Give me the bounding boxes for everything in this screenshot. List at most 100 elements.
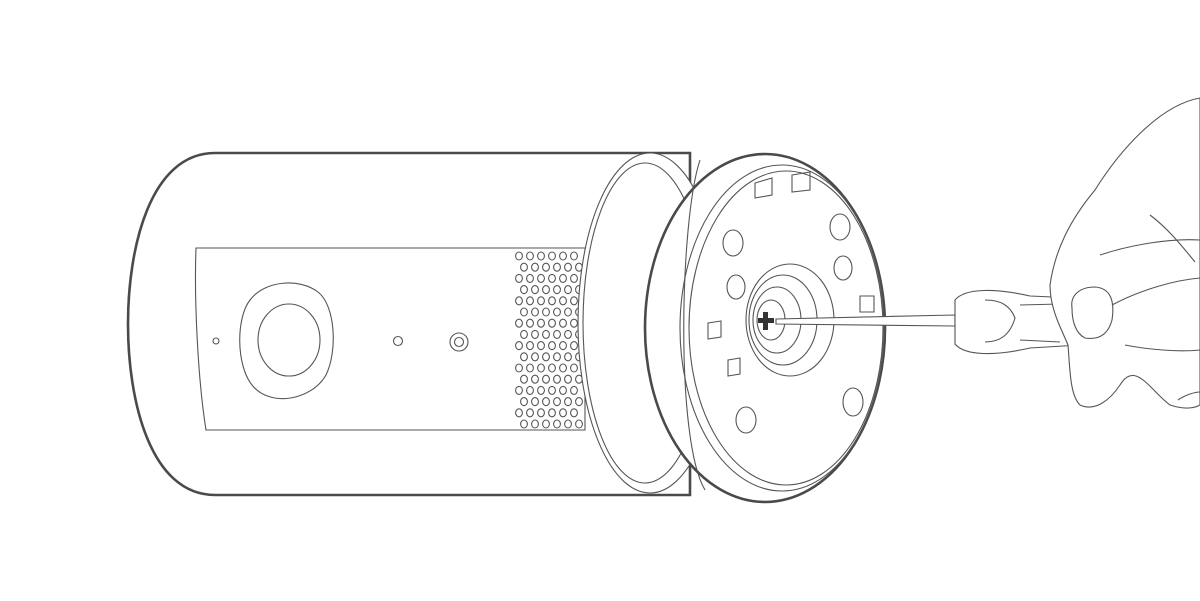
grille-hole — [548, 385, 556, 395]
grille-hole — [520, 262, 528, 272]
grille-hole — [526, 318, 534, 328]
grille-hole — [515, 318, 523, 328]
grille-hole — [537, 408, 545, 418]
grille-hole — [537, 251, 545, 261]
grille-hole — [542, 307, 550, 317]
grille-hole — [553, 374, 561, 384]
grille-hole — [520, 397, 528, 407]
grille-hole — [526, 273, 534, 283]
sensor-dot — [392, 335, 404, 347]
grille-hole — [531, 307, 539, 317]
grille-hole — [564, 352, 572, 362]
grille-hole — [559, 318, 567, 328]
grille-hole — [559, 408, 567, 418]
grille-hole — [553, 397, 561, 407]
grille-hole — [515, 296, 523, 306]
grille-hole — [537, 385, 545, 395]
grille-hole — [570, 296, 578, 306]
grille-hole — [542, 374, 550, 384]
grille-hole — [531, 397, 539, 407]
grille-hole — [515, 408, 523, 418]
grille-hole — [542, 329, 550, 339]
grille-hole — [542, 419, 550, 429]
grille-hole — [553, 329, 561, 339]
grille-hole — [537, 273, 545, 283]
grille-hole — [570, 318, 578, 328]
grille-hole — [564, 329, 572, 339]
grille-hole — [564, 285, 572, 295]
grille-hole — [575, 397, 583, 407]
grille-hole — [531, 419, 539, 429]
grille-hole — [564, 397, 572, 407]
grille-hole — [542, 262, 550, 272]
grille-hole — [575, 419, 583, 429]
grille-hole — [520, 307, 528, 317]
grille-hole — [548, 273, 556, 283]
grille-hole — [548, 341, 556, 351]
screwdriver — [775, 289, 1081, 355]
grille-hole — [515, 363, 523, 373]
indicator-dot — [212, 337, 220, 345]
camera-lens — [239, 282, 334, 400]
grille-hole — [548, 296, 556, 306]
grille-hole — [526, 341, 534, 351]
grille-hole — [537, 341, 545, 351]
grille-hole — [548, 408, 556, 418]
screw-slot-icon — [758, 312, 774, 330]
grille-hole — [542, 397, 550, 407]
grille-hole — [559, 251, 567, 261]
grille-hole — [553, 262, 561, 272]
grille-hole — [526, 296, 534, 306]
front-panel — [194, 247, 586, 431]
grille-hole — [537, 363, 545, 373]
grille-hole — [537, 296, 545, 306]
grille-hole — [531, 262, 539, 272]
grille-hole — [515, 273, 523, 283]
grille-hole — [526, 363, 534, 373]
grille-hole — [570, 341, 578, 351]
grille-hole — [570, 363, 578, 373]
grille-hole — [553, 285, 561, 295]
grille-hole — [542, 352, 550, 362]
grille-hole — [520, 419, 528, 429]
grille-hole — [542, 285, 550, 295]
grille-hole — [559, 273, 567, 283]
grille-hole — [553, 352, 561, 362]
grille-hole — [559, 341, 567, 351]
grille-hole — [570, 251, 578, 261]
grille-hole — [553, 307, 561, 317]
hand — [1049, 97, 1200, 409]
grille-hole — [548, 363, 556, 373]
cap-holes — [707, 171, 875, 434]
grille-hole — [526, 385, 534, 395]
grille-hole — [564, 374, 572, 384]
grille-hole — [548, 251, 556, 261]
grille-hole — [570, 273, 578, 283]
grille-hole — [548, 318, 556, 328]
grille-hole — [564, 262, 572, 272]
grille-hole — [526, 251, 534, 261]
grille-hole — [531, 374, 539, 384]
grille-hole — [559, 296, 567, 306]
grille-hole — [526, 408, 534, 418]
grille-hole — [520, 374, 528, 384]
grille-hole — [559, 385, 567, 395]
grille-hole — [553, 419, 561, 429]
grille-hole — [570, 408, 578, 418]
grille-hole — [520, 352, 528, 362]
grille-hole — [570, 385, 578, 395]
grille-hole — [537, 318, 545, 328]
grille-hole — [564, 419, 572, 429]
grille-hole — [564, 307, 572, 317]
grille-hole — [531, 285, 539, 295]
grille-hole — [520, 285, 528, 295]
grille-hole — [515, 341, 523, 351]
grille-hole — [559, 363, 567, 373]
grille-hole — [531, 329, 539, 339]
grille-hole — [531, 352, 539, 362]
light-sensor — [449, 332, 469, 352]
grille-hole — [515, 385, 523, 395]
grille-hole — [515, 251, 523, 261]
grille-hole — [520, 329, 528, 339]
